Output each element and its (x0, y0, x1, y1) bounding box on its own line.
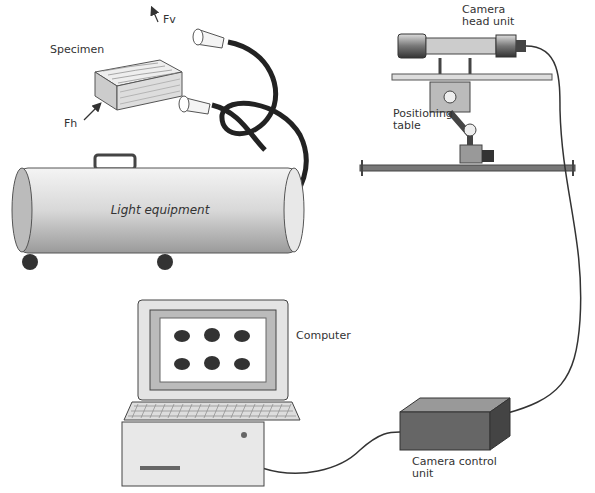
part-label: Computer (296, 330, 351, 342)
lamp-head (179, 29, 224, 114)
part-label: Camera head unit (462, 4, 524, 28)
camera-control-unit (400, 398, 510, 450)
camera-head-unit (392, 34, 552, 80)
light-equipment-unit (12, 155, 304, 270)
force-label: Fv (163, 14, 176, 26)
part-label: Specimen (50, 44, 104, 56)
equipment-label-area: Light equipment (40, 185, 280, 235)
positioning-table (360, 82, 575, 176)
part-label: Positioning table (393, 108, 465, 132)
specimen (95, 60, 182, 110)
computer (122, 300, 300, 486)
part-label: Camera control unit (412, 456, 504, 480)
node-text: Light equipment (111, 203, 210, 217)
force-label: Fh (64, 118, 77, 130)
